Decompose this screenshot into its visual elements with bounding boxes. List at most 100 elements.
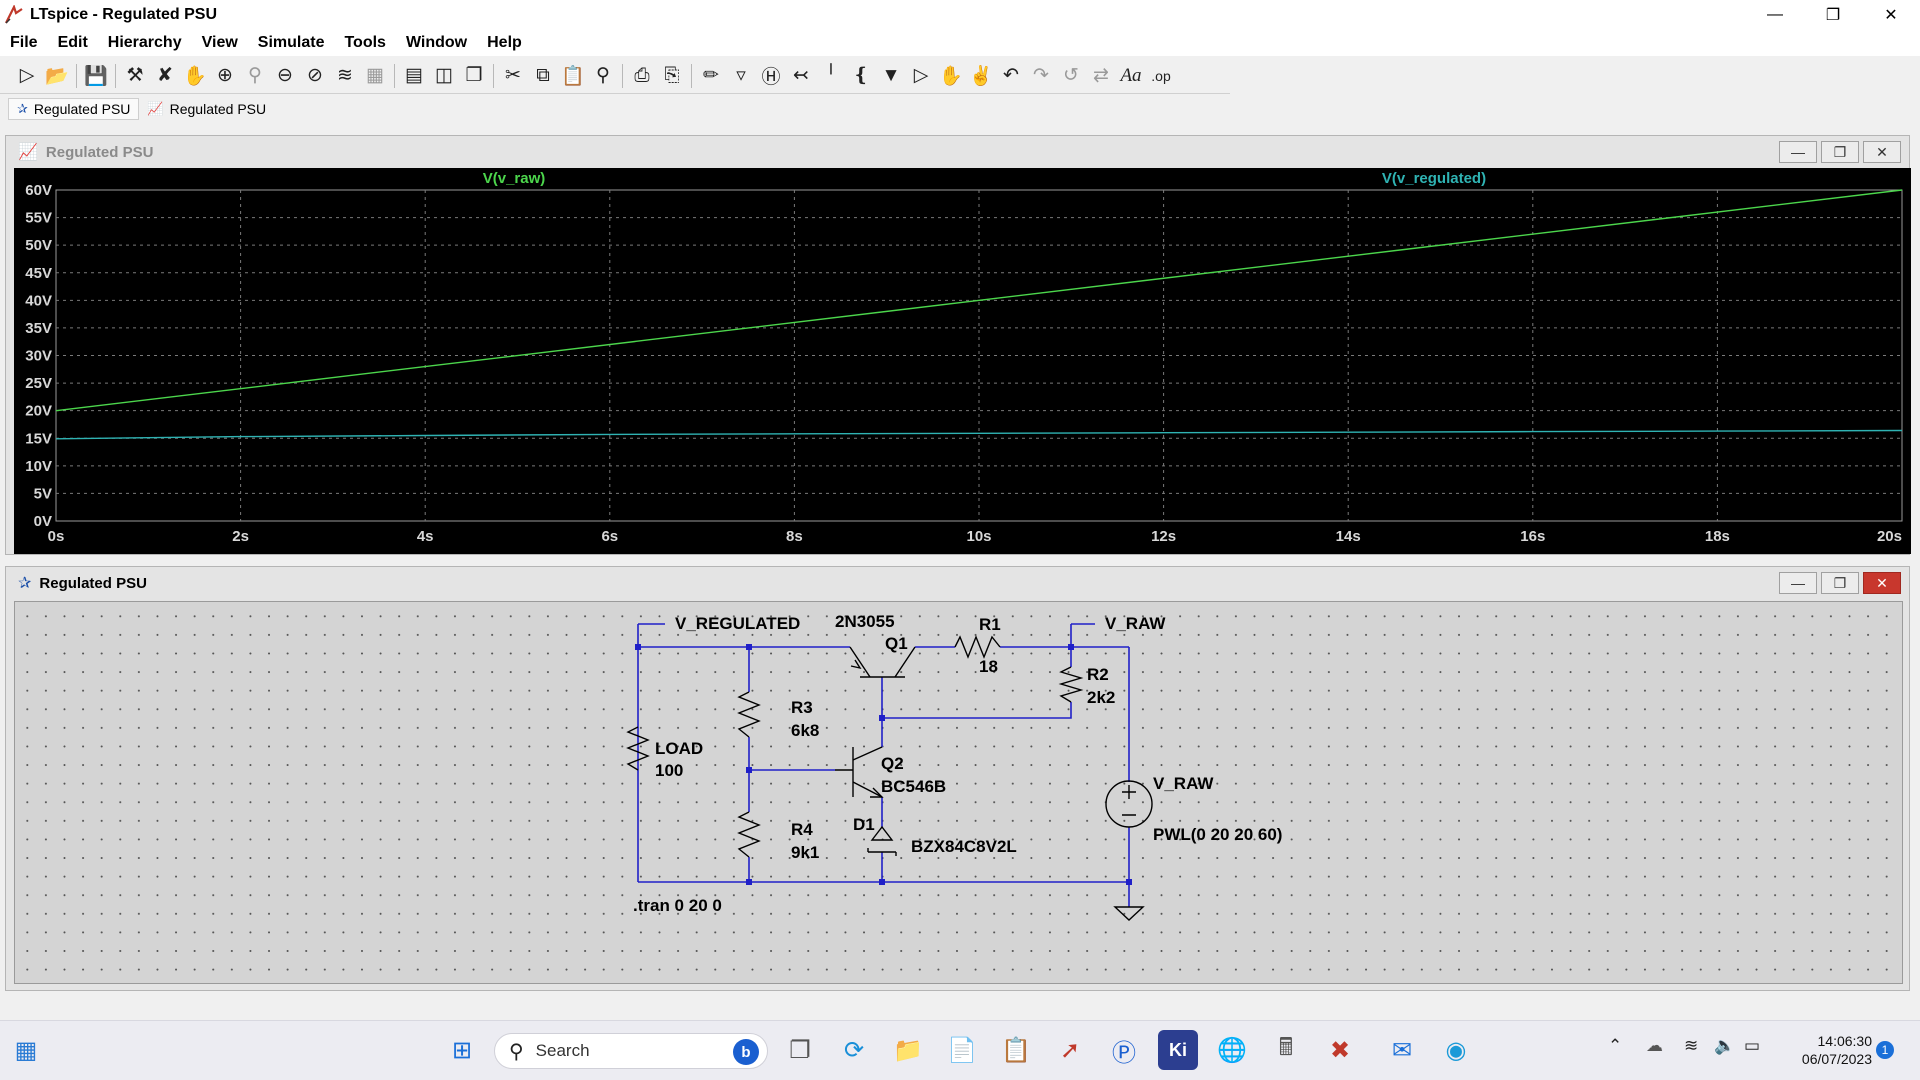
r1-name-label[interactable]: R1 [979, 615, 1001, 634]
print-preview-icon[interactable]: ⎘ [664, 64, 680, 86]
load-name-label[interactable]: LOAD [655, 739, 703, 758]
schematic-close-button[interactable]: ✕ [1863, 572, 1901, 594]
bing-icon[interactable]: b [733, 1039, 759, 1065]
cut-icon[interactable]: ✂ [505, 65, 521, 86]
r4-name-label[interactable]: R4 [791, 820, 813, 839]
load-value-label[interactable]: 100 [655, 761, 683, 780]
undo-icon[interactable]: ↶ [1003, 65, 1019, 86]
menu-file[interactable]: File [10, 34, 38, 51]
menu-window[interactable]: Window [405, 34, 468, 51]
onedrive-icon[interactable]: ☁ [1646, 1036, 1663, 1055]
diode-icon[interactable]: ▼ [881, 64, 901, 86]
ltspice-taskbar-icon[interactable]: ➚ [1059, 1036, 1081, 1064]
schematic-drawing[interactable]: V_REGULATED V_RAW 2N3055 Q1 R1 18 R2 2k2… [15, 602, 1904, 985]
tab-waveform[interactable]: 📈 Regulated PSU [139, 99, 274, 119]
q1-model-label[interactable]: 2N3055 [835, 612, 895, 631]
zoom-cancel-icon[interactable]: ⊘ [307, 65, 323, 86]
autorange-icon[interactable]: ≋ [337, 65, 353, 86]
run-icon[interactable]: ▷ [19, 65, 35, 86]
document-icon[interactable]: 📄 [947, 1036, 977, 1064]
d1-model-label[interactable]: BZX84C8V2L [911, 837, 1017, 856]
xilinx-icon[interactable]: ✖ [1329, 1036, 1351, 1064]
tile-vertical-icon[interactable]: ◫ [435, 65, 453, 86]
zoom-fit-icon[interactable]: ⚲ [248, 65, 262, 86]
r1-value-label[interactable]: 18 [979, 657, 998, 676]
plot-close-button[interactable]: ✕ [1863, 141, 1901, 163]
text-icon[interactable]: Aa [1120, 64, 1142, 86]
load-resistor-symbol[interactable] [626, 726, 650, 771]
file-explorer-icon[interactable]: 📁 [893, 1036, 923, 1064]
r4-resistor-symbol[interactable] [737, 811, 761, 858]
menu-tools[interactable]: Tools [344, 34, 386, 51]
edge-icon[interactable]: ◉ [1445, 1036, 1467, 1064]
browser-globe-icon[interactable]: 🌐 [1217, 1036, 1247, 1064]
save-icon[interactable]: 💾 [84, 65, 108, 87]
schematic-maximize-button[interactable]: ❐ [1821, 572, 1859, 594]
move-icon[interactable]: ✋ [939, 65, 963, 87]
v-raw-source-symbol[interactable] [1105, 780, 1153, 828]
schematic-canvas[interactable]: V_REGULATED V_RAW 2N3055 Q1 R1 18 R2 2k2… [14, 601, 1903, 984]
resistor-icon[interactable]: ↢ [793, 65, 809, 86]
d1-name-label[interactable]: D1 [853, 815, 875, 834]
menu-edit[interactable]: Edit [57, 34, 88, 51]
capacitor-icon[interactable]: ╵ [825, 65, 837, 86]
pan-icon[interactable]: ✋ [183, 65, 207, 87]
ground-icon[interactable] [1113, 906, 1145, 921]
print-icon[interactable]: ⎙ [634, 64, 650, 86]
r2-name-label[interactable]: R2 [1087, 665, 1109, 684]
chevron-up-icon[interactable]: ⌃ [1608, 1036, 1623, 1055]
drag-icon[interactable]: ✌ [969, 65, 993, 87]
q1-name-label[interactable]: Q1 [885, 634, 908, 653]
menu-hierarchy[interactable]: Hierarchy [107, 34, 182, 51]
taskbar-clock[interactable]: 14:06:30 06/07/2023 [1802, 1032, 1872, 1068]
r3-value-label[interactable]: 6k8 [791, 721, 819, 740]
close-button[interactable]: ✕ [1884, 7, 1898, 24]
zoom-out-icon[interactable]: ⊖ [277, 65, 293, 86]
d1-zener-symbol[interactable] [870, 825, 894, 841]
battery-icon[interactable]: ▭ [1744, 1036, 1761, 1055]
copy-icon[interactable]: ⧉ [536, 64, 550, 86]
app-q-icon[interactable]: Ⓟ [1112, 1039, 1136, 1067]
menu-help[interactable]: Help [487, 34, 522, 51]
r2-value-label[interactable]: 2k2 [1087, 688, 1115, 707]
menu-view[interactable]: View [201, 34, 238, 51]
task-view-icon[interactable]: ❐ [789, 1036, 811, 1064]
kicad-icon[interactable]: Ki [1158, 1030, 1198, 1070]
halt-icon[interactable]: ✘ [157, 65, 173, 86]
source-name-label[interactable]: V_RAW [1153, 774, 1214, 793]
start-button[interactable]: ⊞ [451, 1036, 473, 1064]
widgets-icon[interactable]: ▦ [14, 1036, 38, 1064]
spice-directive-icon[interactable]: .op [1151, 67, 1171, 84]
r3-name-label[interactable]: R3 [791, 698, 813, 717]
q2-model-label[interactable]: BC546B [881, 777, 946, 796]
control-panel-icon[interactable]: ⚒ [126, 65, 144, 86]
wire-icon[interactable]: ✏ [703, 65, 719, 86]
redo-icon[interactable]: ↷ [1033, 65, 1049, 86]
calculator-icon[interactable]: 🖩 [1278, 1033, 1294, 1061]
mirror-icon[interactable]: ⇄ [1093, 65, 1109, 86]
taskbar-search[interactable]: ⚲ Search b [494, 1033, 768, 1069]
find-icon[interactable]: ⚲ [596, 65, 610, 86]
mark-icon[interactable]: ▦ [366, 65, 384, 86]
q2-name-label[interactable]: Q2 [881, 754, 904, 773]
schematic-minimize-button[interactable]: — [1779, 572, 1817, 594]
minimize-button[interactable]: — [1767, 6, 1783, 23]
net-label-v-raw[interactable]: V_RAW [1105, 614, 1166, 633]
mail-icon[interactable]: ✉ [1391, 1036, 1413, 1064]
r4-value-label[interactable]: 9k1 [791, 843, 819, 862]
rotate-icon[interactable]: ↺ [1063, 65, 1079, 86]
zoom-in-icon[interactable]: ⊕ [217, 65, 233, 86]
restore-button[interactable]: ❐ [1825, 7, 1841, 24]
cascade-icon[interactable]: ❐ [465, 65, 483, 86]
volume-icon[interactable]: 🔈 [1714, 1036, 1736, 1055]
source-value-label[interactable]: PWL(0 20 20 60) [1153, 825, 1282, 844]
tab-schematic[interactable]: ✰ Regulated PSU [8, 98, 140, 120]
net-label-v-regulated[interactable]: V_REGULATED [675, 614, 800, 633]
component-icon[interactable]: ▷ [913, 65, 929, 86]
notepad-icon[interactable]: 📋 [1001, 1036, 1031, 1064]
open-icon[interactable]: 📂 [45, 65, 69, 87]
r3-resistor-symbol[interactable] [737, 691, 761, 738]
edge-sync-icon[interactable]: ⟳ [843, 1036, 865, 1064]
